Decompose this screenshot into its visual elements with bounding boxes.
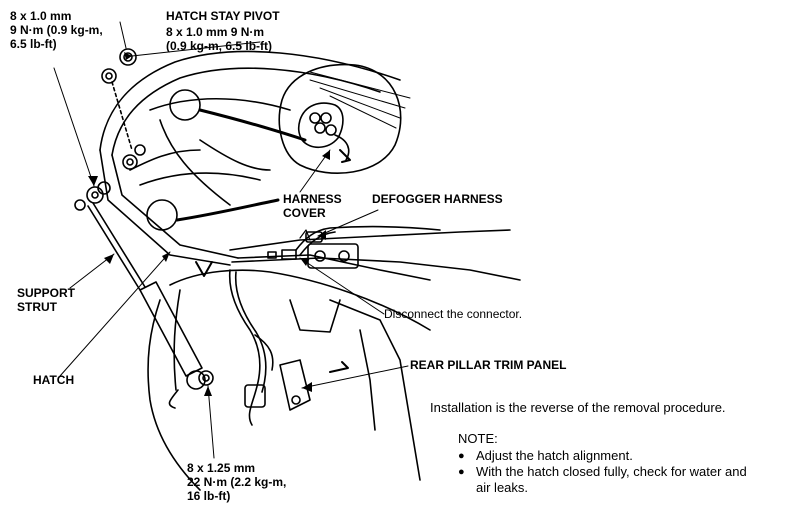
note-list: ● Adjust the hatch alignment. ● With the h…	[458, 448, 747, 496]
hatch-label: HATCH	[33, 373, 75, 387]
note-item: ● With the hatch closed fully, check for …	[458, 464, 747, 496]
hatch-stay-pivot-spec: 8 x 1.0 mm 9 N·m (0.9 kg-m, 6.5 lb-ft)	[166, 25, 273, 53]
note-text: With the hatch closed fully, check for w…	[476, 464, 747, 495]
bullet-icon: ●	[458, 466, 465, 478]
note-title: NOTE:	[458, 431, 498, 446]
rear-pillar-trim-panel-label: REAR PILLAR TRIM PANEL	[410, 358, 567, 372]
bottom-bolt-spec-label: 8 x 1.25 mm 22 N·m (2.2 kg-m, 16 lb-ft)	[187, 461, 287, 503]
connector-bracket	[307, 243, 359, 269]
bullet-icon: ●	[458, 450, 465, 462]
support-strut-rod	[87, 205, 141, 291]
harness-cover-label: HARNESS COVER	[283, 192, 342, 220]
hatch-outline	[99, 50, 401, 151]
top-bolt-spec-label: 8 x 1.0 mm 9 N·m (0.9 kg-m, 6.5 lb-ft)	[10, 9, 103, 51]
installation-instruction: Installation is the reverse of the remov…	[430, 400, 726, 415]
defogger-harness-label: DEFOGGER HARNESS	[372, 192, 503, 206]
rear-pillar-trim-panel-shape	[279, 359, 311, 411]
note-text: Adjust the hatch alignment.	[476, 448, 633, 463]
note-item: ● Adjust the hatch alignment.	[458, 448, 747, 464]
disconnect-connector-label: Disconnect the connector.	[384, 307, 523, 321]
hatch-stay-pivot-title: HATCH STAY PIVOT	[166, 9, 280, 23]
harness-cover-inset	[278, 63, 402, 174]
support-strut-label: SUPPORT STRUT	[17, 286, 76, 314]
